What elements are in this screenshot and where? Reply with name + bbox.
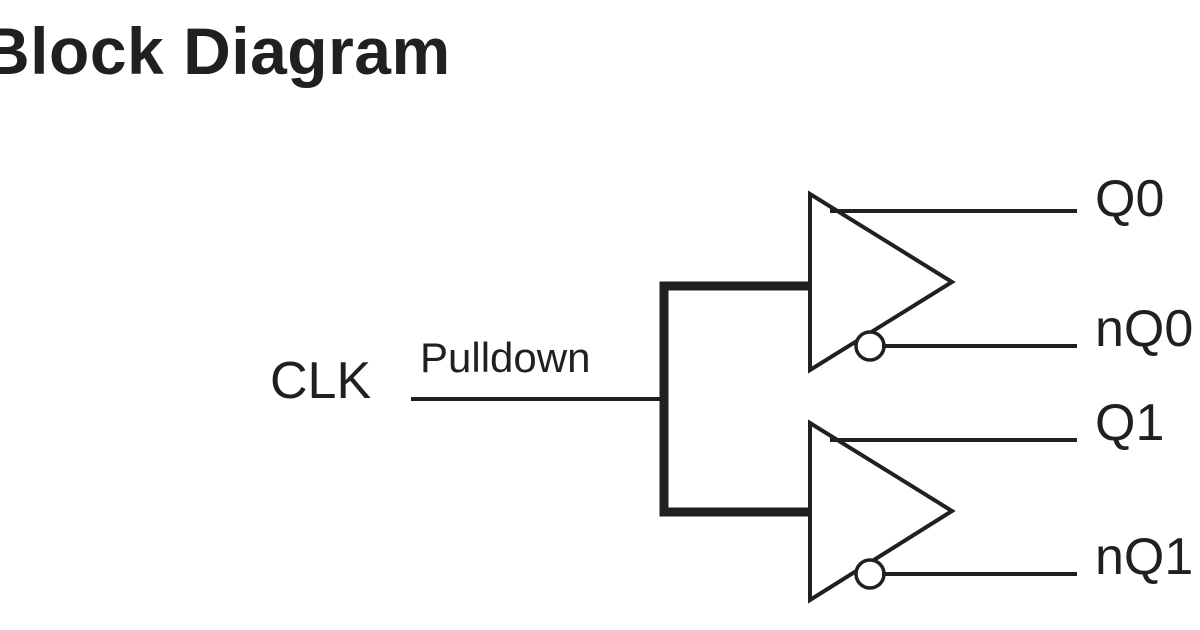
pulldown-label: Pulldown: [420, 334, 590, 381]
page-title: Block Diagram: [0, 14, 451, 88]
nq0-label: nQ0: [1095, 300, 1193, 358]
buffer-0-triangle: [808, 190, 956, 374]
nq1-label: nQ1: [1095, 528, 1193, 586]
buffer-0: [808, 190, 1077, 374]
clk-fanout-bus: [659, 281, 812, 517]
buffer-1: [808, 419, 1077, 604]
q0-label: Q0: [1095, 170, 1164, 228]
q1-label: Q1: [1095, 394, 1164, 452]
buffer-0-inversion-bubble: [854, 330, 886, 362]
buffer-1-triangle: [808, 419, 956, 604]
clk-label: CLK: [270, 352, 371, 410]
buffer-1-inversion-bubble: [854, 558, 886, 590]
